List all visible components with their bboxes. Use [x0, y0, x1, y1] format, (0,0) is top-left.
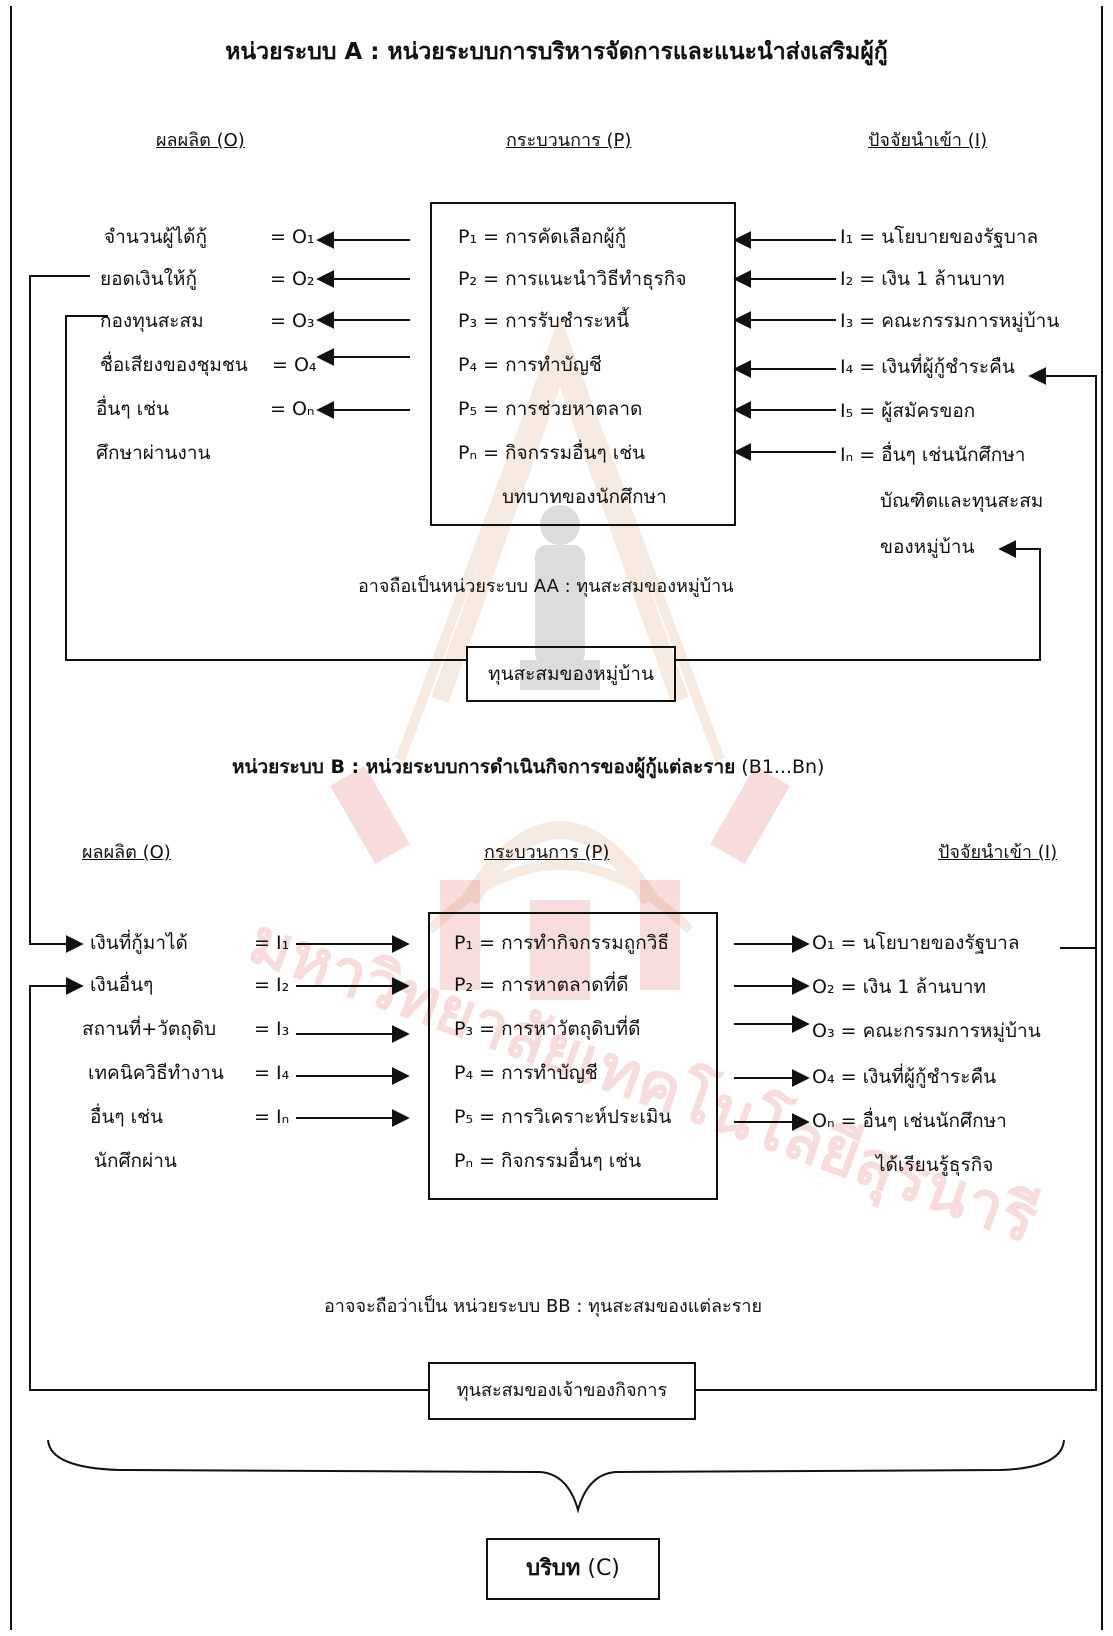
unit-b-right-item: Oₙ = อื่นๆ เช่นนักศึกษา [812, 1110, 1007, 1132]
unit-a-header-process: กระบวนการ (P) [506, 130, 632, 151]
unit-b-left-label: เงินอื่นๆ [90, 974, 154, 996]
unit-a-output-value: = Oₙ [270, 398, 315, 420]
unit-b-header-process: กระบวนการ (P) [484, 842, 610, 863]
unit-a-process-item: P₃ = การรับชำระหนี้ [458, 310, 630, 332]
unit-a-process-box [430, 202, 736, 526]
unit-b-left-value: = I₂ [254, 974, 290, 996]
loop-bb-to-a-i4 [696, 948, 1097, 1391]
unit-a-process-item: P₂ = การแนะนำวิธีทำธุรกิจ [458, 268, 687, 290]
unit-b-title-suffix: (B1...Bn) [741, 756, 825, 778]
outer-frame [10, 6, 1103, 1630]
unit-a-output-label: ยอดเงินให้กู้ [100, 268, 197, 290]
context-box: บริบท (C) [486, 1538, 660, 1600]
unit-b-process-item: P₁ = การทำกิจกรรมถูกวิธี [454, 932, 669, 954]
unit-a-output-value: = O₂ [270, 268, 315, 290]
unit-a-title: หน่วยระบบ A : หน่วยระบบการบริหารจัดการแล… [225, 39, 888, 65]
unit-b-title-bold: หน่วยระบบ B : หน่วยระบบการดำเนินกิจการขอ… [232, 756, 736, 778]
unit-a-process-item: P₁ = การคัดเลือกผู้กู้ [458, 226, 627, 248]
unit-b-left-value: = Iₙ [254, 1106, 290, 1128]
unit-a-process-item: P₅ = การช่วยหาตลาด [458, 398, 643, 420]
unit-a-output-value: = O₄ [272, 354, 317, 376]
unit-a-header-input: ปัจจัยนำเข้า (I) [868, 130, 988, 151]
unit-a-process-item: P₄ = การทำบัญชี [458, 354, 602, 376]
unit-b-left-label: เทคนิควิธีทำงาน [88, 1062, 224, 1084]
unit-b-process-box [428, 912, 718, 1200]
unit-b-left-value: = I₄ [254, 1062, 290, 1084]
unit-b-right-item: O₄ = เงินที่ผู้กู้ชำระคืน [812, 1066, 997, 1088]
unit-a-output-label: จำนวนผู้ได้กู้ [104, 226, 207, 248]
unit-a-process-item: Pₙ = กิจกรรมอื่นๆ เช่น [458, 442, 646, 464]
unit-a-output-value: = O₁ [270, 226, 315, 248]
unit-a-process-item: บทบาทของนักศึกษา [502, 486, 667, 508]
unit-b-left-label: เงินที่กู้มาได้ [90, 932, 188, 954]
unit-b-process-item: P₄ = การทำบัญชี [454, 1062, 598, 1084]
unit-b-left-label: อื่นๆ เช่น [90, 1106, 164, 1128]
unit-a-input-item: I₅ = ผู้สมัครขอก [840, 400, 976, 422]
context-label-suffix: (C) [587, 1556, 620, 1581]
unit-b-header-input: ปัจจัยนำเข้า (I) [938, 842, 1058, 863]
unit-b-process-item: P₂ = การหาตลาดที่ดี [454, 974, 629, 996]
unit-a-output-label: ชื่อเสียงของชุมชน [100, 354, 248, 376]
unit-b-bb-note: อาจจะถือว่าเป็น หน่วยระบบ BB : ทุนสะสมขอ… [324, 1296, 763, 1317]
unit-a-output-label: อื่นๆ เช่น [96, 398, 170, 420]
unit-b-bb-box: ทุนสะสมของเจ้าของกิจการ [428, 1362, 696, 1420]
unit-b-right-item: ได้เรียนรู้ธุรกิจ [876, 1154, 994, 1176]
unit-b-header-output: ผลผลิต (O) [82, 842, 171, 863]
unit-a-output-value: = O₃ [270, 310, 315, 332]
unit-b-title: หน่วยระบบ B : หน่วยระบบการดำเนินกิจการขอ… [232, 756, 824, 778]
context-label-bold: บริบท [526, 1556, 581, 1581]
unit-a-input-item: I₂ = เงิน 1 ล้านบาท [840, 268, 1005, 290]
unit-b-left-label: นักศึกผ่าน [94, 1150, 177, 1172]
unit-b-right-item: O₁ = นโยบายของรัฐบาล [812, 932, 1020, 954]
context-brace [47, 1439, 1065, 1514]
unit-a-input-item: I₄ = เงินที่ผู้กู้ชำระคืน [840, 356, 1015, 378]
unit-a-input-item: บัณฑิตและทุนสะสม [880, 490, 1044, 512]
loop-o3-to-aa [65, 315, 466, 661]
unit-a-aa-box: ทุนสะสมของหมู่บ้าน [466, 646, 676, 702]
unit-b-process-item: P₃ = การหาวัตถุดิบที่ดี [454, 1018, 641, 1040]
unit-a-input-item: Iₙ = อื่นๆ เช่นนักศึกษา [840, 444, 1026, 466]
unit-b-right-item: O₃ = คณะกรรมการหมู่บ้าน [812, 1020, 1041, 1042]
unit-b-left-value: = I₃ [254, 1018, 290, 1040]
unit-a-header-output: ผลผลิต (O) [156, 130, 245, 151]
unit-a-input-item: I₁ = นโยบายของรัฐบาล [840, 226, 1039, 248]
unit-a-input-item: ของหมู่บ้าน [880, 536, 975, 558]
unit-a-input-item: I₃ = คณะกรรมการหมู่บ้าน [840, 310, 1060, 332]
loop-bb-to-b-i2 [29, 977, 428, 1391]
loop-b-o1-to-a-i4 [1028, 367, 1097, 949]
unit-b-right-item: O₂ = เงิน 1 ล้านบาท [812, 976, 987, 998]
unit-b-left-label: สถานที่+วัตถุดิบ [82, 1018, 217, 1040]
unit-b-left-value: = I₁ [254, 932, 290, 954]
loop-o2-to-b-i1 [29, 275, 90, 953]
unit-a-output-label: กองทุนสะสม [100, 310, 204, 332]
unit-a-aa-note: อาจถือเป็นหน่วยระบบ AA : ทุนสะสมของหมู่บ… [358, 576, 734, 597]
unit-b-process-item: Pₙ = กิจกรรมอื่นๆ เช่น [454, 1150, 642, 1172]
unit-b-process-item: P₅ = การวิเคราะห์ประเมิน [454, 1106, 672, 1128]
loop-aa-to-input [676, 540, 1041, 661]
unit-a-output-label: ศึกษาผ่านงาน [96, 442, 211, 464]
